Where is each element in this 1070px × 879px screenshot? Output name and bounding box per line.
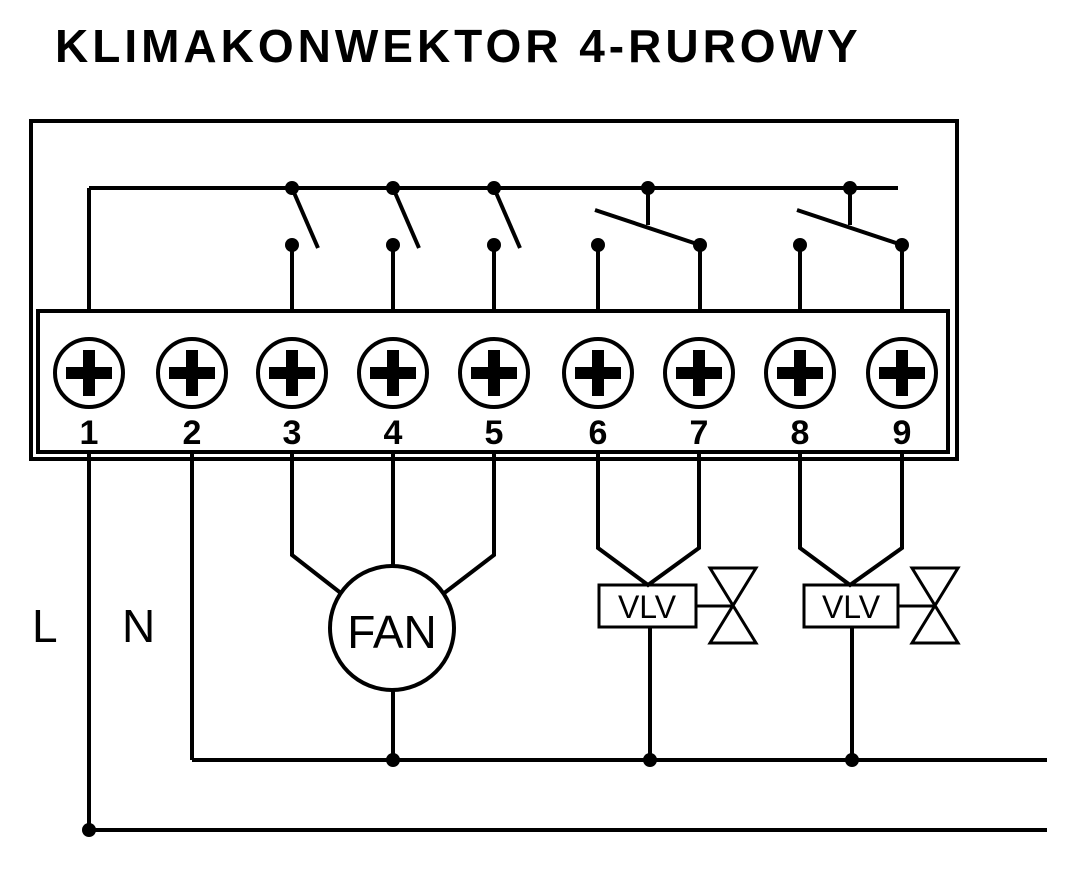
terminal-number: 1: [80, 414, 99, 452]
junction-dots: [82, 181, 909, 837]
valve-icon: [696, 566, 759, 645]
terminal-4: 4: [357, 337, 429, 452]
valve-label: VLV: [618, 589, 677, 625]
terminal-5: 5: [458, 337, 530, 452]
terminal-6: 6: [562, 337, 634, 452]
valve-label: VLV: [822, 589, 881, 625]
terminal-number: 3: [283, 414, 302, 452]
terminal-number: 5: [485, 414, 504, 452]
terminal-9: 9: [866, 337, 938, 452]
diagram-title: KLIMAKONWEKTOR 4-RUROWY: [55, 20, 862, 72]
terminal-number: 8: [791, 414, 810, 452]
terminal-1: 1: [53, 337, 125, 452]
fan-wiring: [290, 452, 496, 760]
terminal-number: 4: [384, 414, 403, 452]
terminal-8: 8: [764, 337, 836, 452]
terminal-2: 2: [156, 337, 228, 452]
neutral-label: N: [122, 600, 155, 652]
terminal-number: 2: [183, 414, 202, 452]
fan-speed-switches: [290, 187, 522, 311]
valve-switches: [594, 188, 904, 311]
terminal-number: 6: [589, 414, 608, 452]
live-label: L: [32, 600, 58, 652]
terminal-3: 3: [256, 337, 328, 452]
fan-label: FAN: [347, 606, 436, 658]
fan-motor: [328, 564, 456, 692]
terminal-number: 7: [690, 414, 709, 452]
valve-icon: [898, 566, 961, 645]
terminal-number: 9: [893, 414, 912, 452]
terminal-7: 7: [663, 337, 735, 452]
